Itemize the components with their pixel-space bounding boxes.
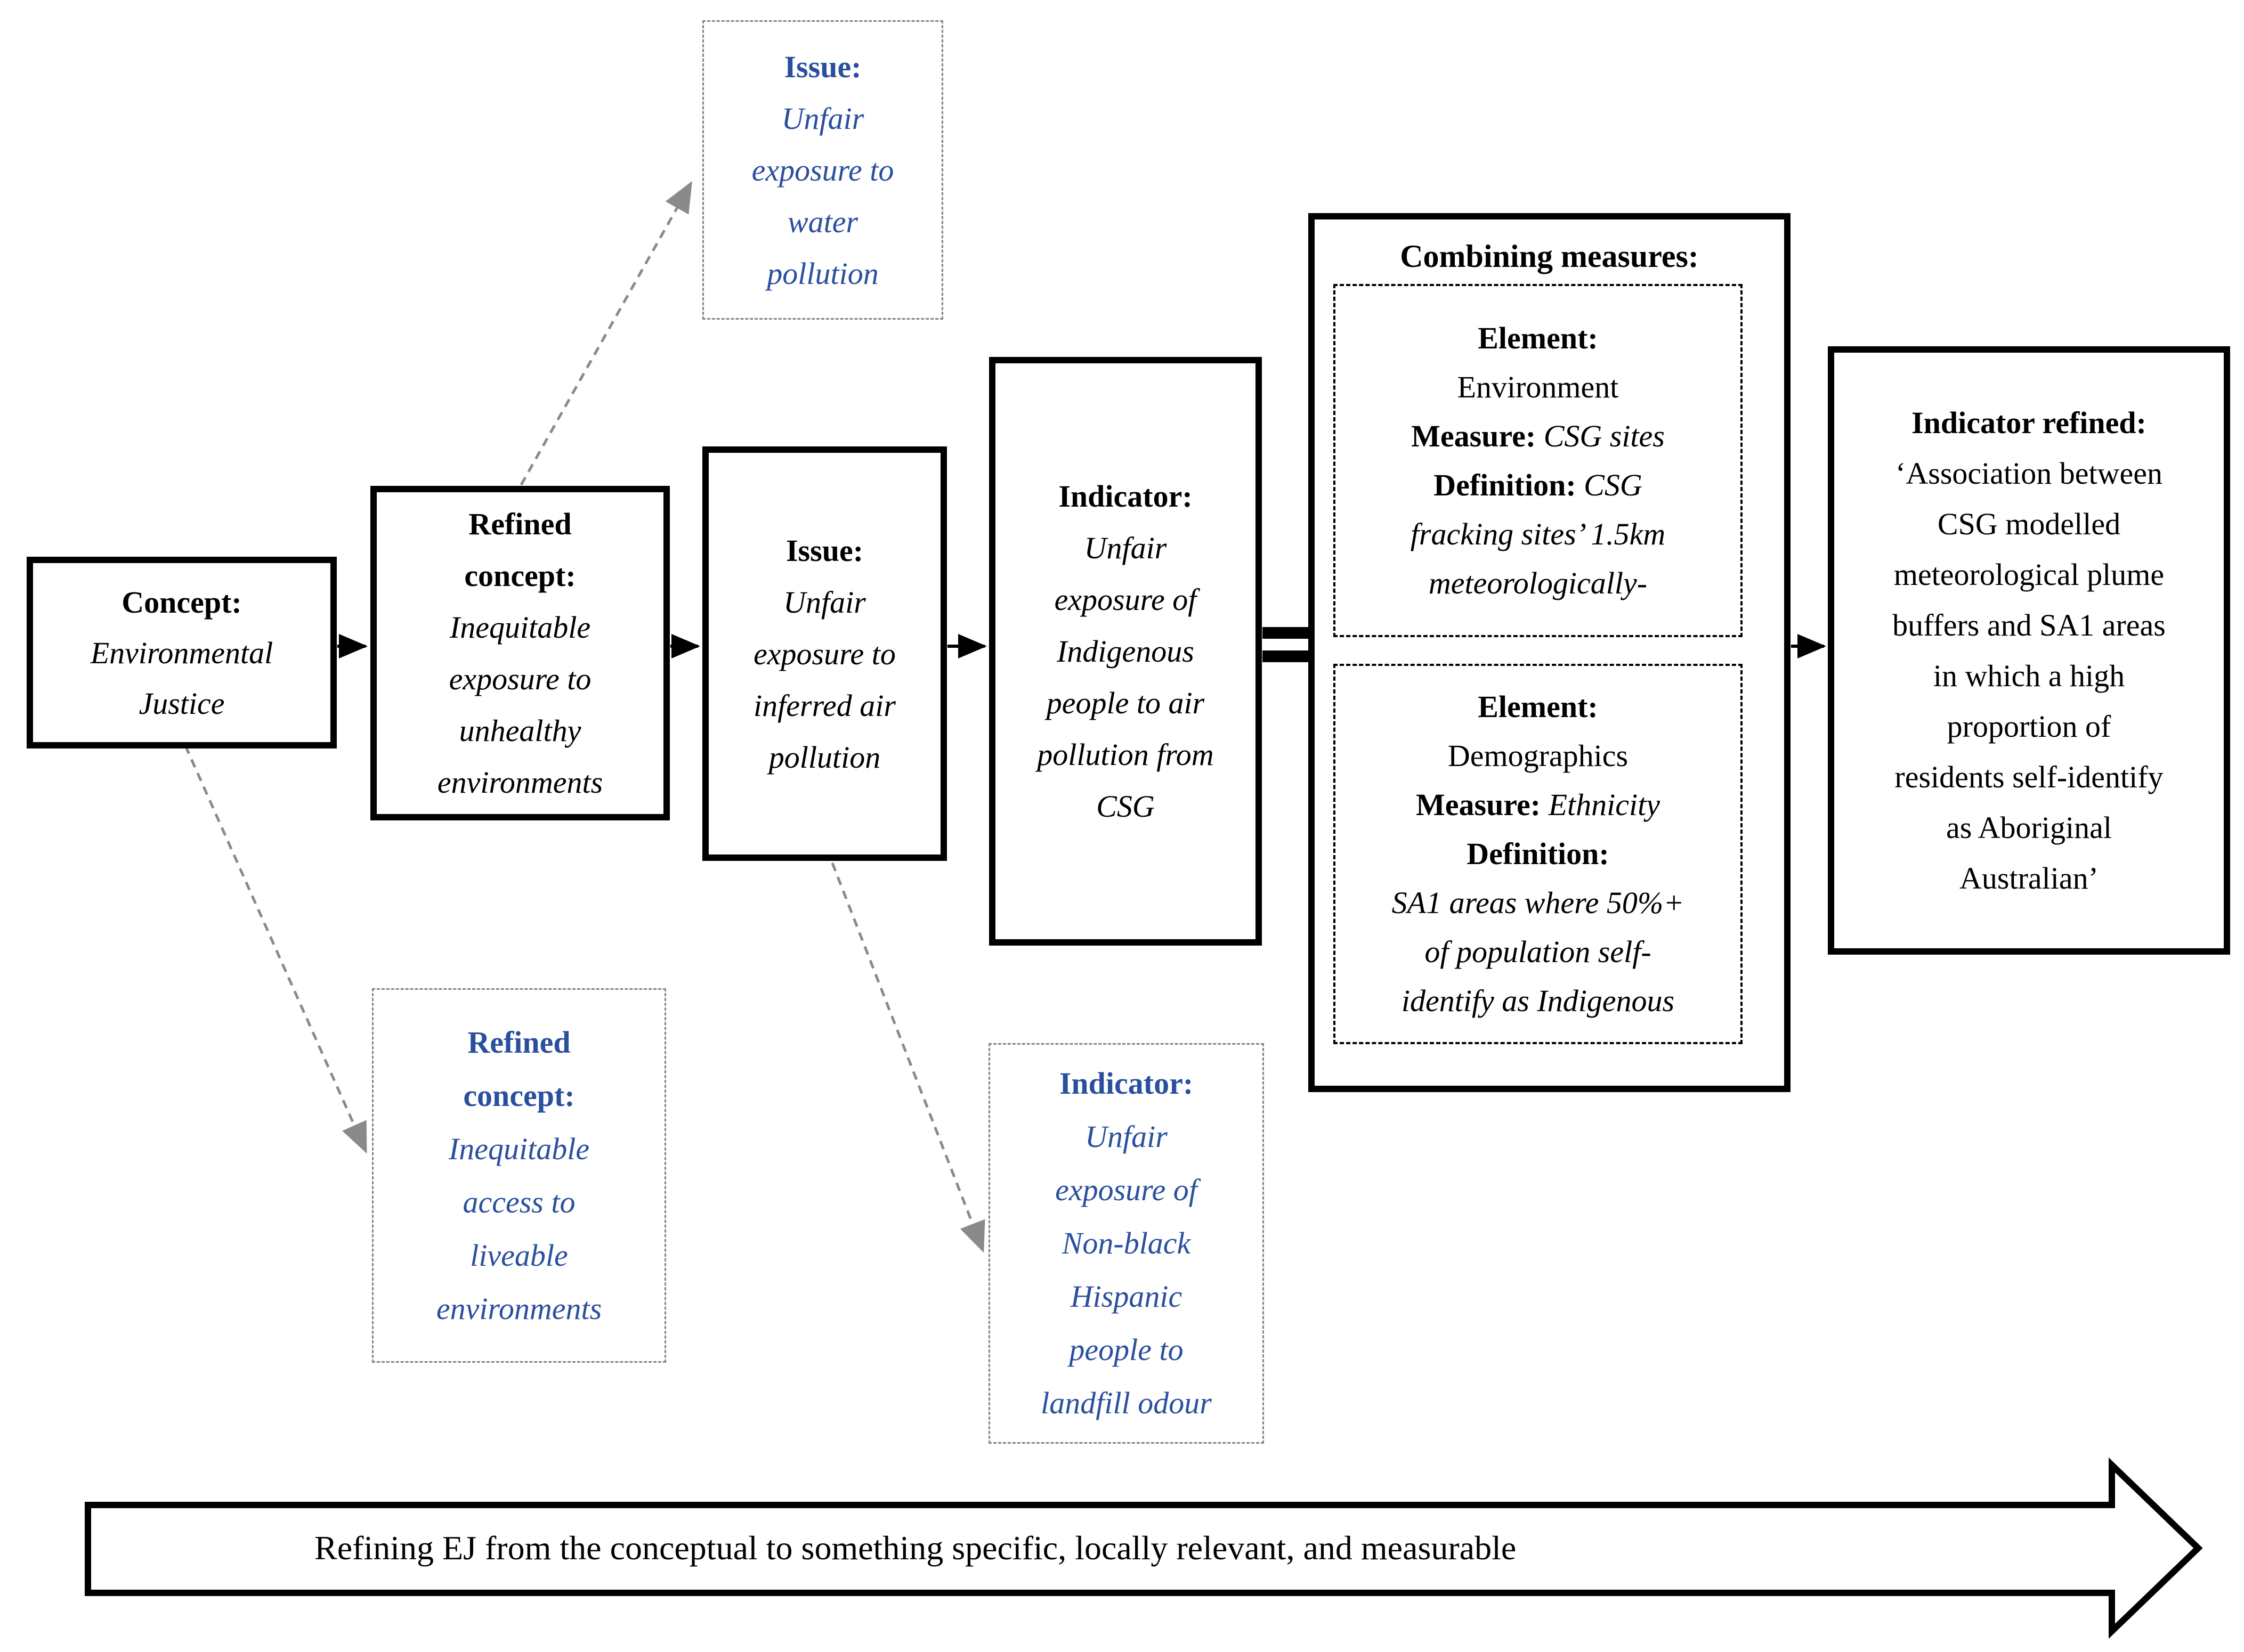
demographics-element-label: Element: <box>1478 689 1598 724</box>
combining-measures-box: Combining measures: Element: Environment… <box>1308 213 1791 1092</box>
equals-connector-icon <box>1262 627 1309 662</box>
alt-indicator-body: Unfair exposure of Non-black Hispanic pe… <box>1041 1119 1212 1420</box>
refined-concept-body: Inequitable exposure to unhealthy enviro… <box>437 610 603 800</box>
alt-issue-title: Issue: <box>784 49 862 84</box>
alt-refined-concept-box: Refined concept: Inequitable access to l… <box>372 988 666 1363</box>
combining-environment-subbox: Element: Environment Measure: CSG sites … <box>1333 284 1743 637</box>
alt-refined-concept-body: Inequitable access to liveable environme… <box>436 1131 602 1326</box>
indicator-refined-title: Indicator refined: <box>1911 405 2146 440</box>
environment-measure-value: CSG sites <box>1543 418 1665 453</box>
demographics-measure-label: Measure: <box>1416 787 1541 822</box>
concept-box: Concept: Environmental Justice <box>27 557 337 748</box>
demographics-measure-value: Ethnicity <box>1548 787 1660 822</box>
demographics-definition-label: Definition: <box>1467 836 1609 871</box>
combining-demographics-subbox: Element: Demographics Measure: Ethnicity… <box>1333 664 1743 1044</box>
issue-body: Unfair exposure to inferred air pollutio… <box>754 584 896 775</box>
alt-issue-water-box: Issue: Unfair exposure to water pollutio… <box>702 20 943 320</box>
environment-definition-value: CSG fracking sites’ 1.5km meteorological… <box>1410 467 1666 600</box>
demographics-definition-value: SA1 areas where 50%+ of population self-… <box>1391 885 1684 1018</box>
dashed-arrow-concept-to-alt-refined-icon <box>184 745 367 1154</box>
combining-measures-title: Combining measures: <box>1400 239 1699 274</box>
dashed-arrow-issue-to-alt-indicator-icon <box>831 862 985 1253</box>
indicator-body: Unfair exposure of Indigenous people to … <box>1037 531 1214 824</box>
concept-body: Environmental Justice <box>90 635 273 721</box>
indicator-refined-body: ‘Association between CSG modelled meteor… <box>1892 456 2166 896</box>
refined-concept-title: Refined concept: <box>464 507 576 593</box>
refined-concept-box: Refined concept: Inequitable exposure to… <box>370 486 670 820</box>
alt-indicator-box: Indicator: Unfair exposure of Non-black … <box>989 1043 1264 1444</box>
environment-definition-label: Definition: <box>1433 467 1576 502</box>
concept-title: Concept: <box>121 584 242 620</box>
alt-indicator-title: Indicator: <box>1059 1066 1194 1101</box>
demographics-measure-row: Measure: Ethnicity <box>1416 780 1660 829</box>
alt-issue-body: Unfair exposure to water pollution <box>751 101 894 291</box>
environment-definition-row: Definition: CSG fracking sites’ 1.5km me… <box>1411 461 1665 608</box>
environment-measure-row: Measure: CSG sites <box>1411 412 1665 461</box>
environment-element-label: Element: <box>1478 320 1598 355</box>
bottom-arrow-label: Refining EJ from the conceptual to somet… <box>314 1529 1517 1567</box>
indicator-title: Indicator: <box>1058 479 1193 514</box>
indicator-box: Indicator: Unfair exposure of Indigenous… <box>989 357 1262 946</box>
indicator-refined-box: Indicator refined: ‘Association between … <box>1828 346 2230 955</box>
dashed-arrow-refined-to-water-issue-icon <box>520 181 692 486</box>
bottom-block-arrow-icon <box>85 1457 2203 1639</box>
demographics-element-value: Demographics <box>1447 738 1629 773</box>
environment-element-value: Environment <box>1457 369 1619 404</box>
environment-measure-label: Measure: <box>1411 418 1536 453</box>
alt-refined-concept-title: Refined concept: <box>463 1024 575 1113</box>
issue-box: Issue: Unfair exposure to inferred air p… <box>702 446 947 861</box>
issue-title: Issue: <box>785 533 864 568</box>
